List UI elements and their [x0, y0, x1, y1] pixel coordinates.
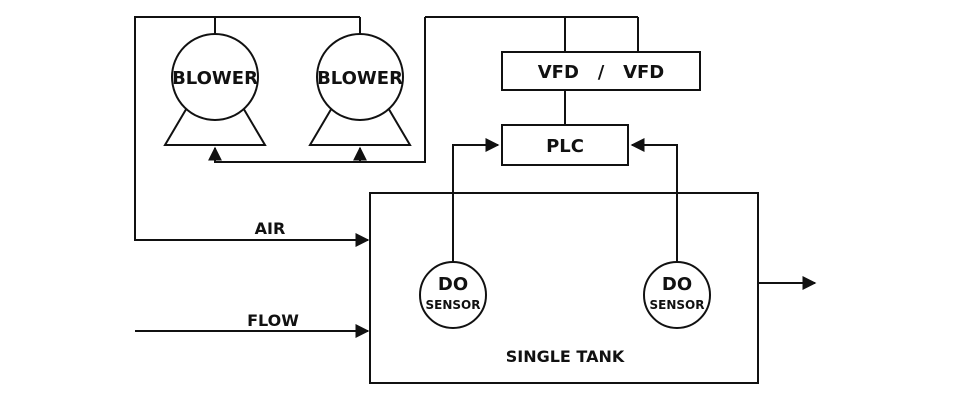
sensor-right-bottom: SENSOR — [650, 298, 705, 312]
do-sensor-right: DO SENSOR — [643, 261, 711, 329]
sensor-left-top: DO — [438, 274, 468, 295]
blower-right-label: BLOWER — [317, 68, 403, 89]
air-label: AIR — [255, 219, 286, 238]
blower-right: BLOWER — [308, 33, 412, 146]
air-line — [134, 16, 370, 247]
plc-box: PLC — [501, 124, 629, 166]
sensor-right-top: DO — [662, 274, 692, 295]
sensor-left-signal — [452, 138, 500, 262]
sensor-right-signal — [630, 138, 678, 262]
vfd-box: VFD / VFD — [501, 51, 701, 91]
sensor-left-bottom: SENSOR — [426, 298, 481, 312]
tank-label: SINGLE TANK — [506, 347, 625, 366]
vfd-label: VFD / VFD — [538, 62, 665, 83]
plc-label: PLC — [546, 136, 584, 157]
blower-left: BLOWER — [163, 33, 267, 146]
do-sensor-left: DO SENSOR — [419, 261, 487, 329]
vfd-control-line — [208, 16, 639, 163]
flow-label: FLOW — [247, 311, 299, 330]
blower-left-label: BLOWER — [172, 68, 258, 89]
